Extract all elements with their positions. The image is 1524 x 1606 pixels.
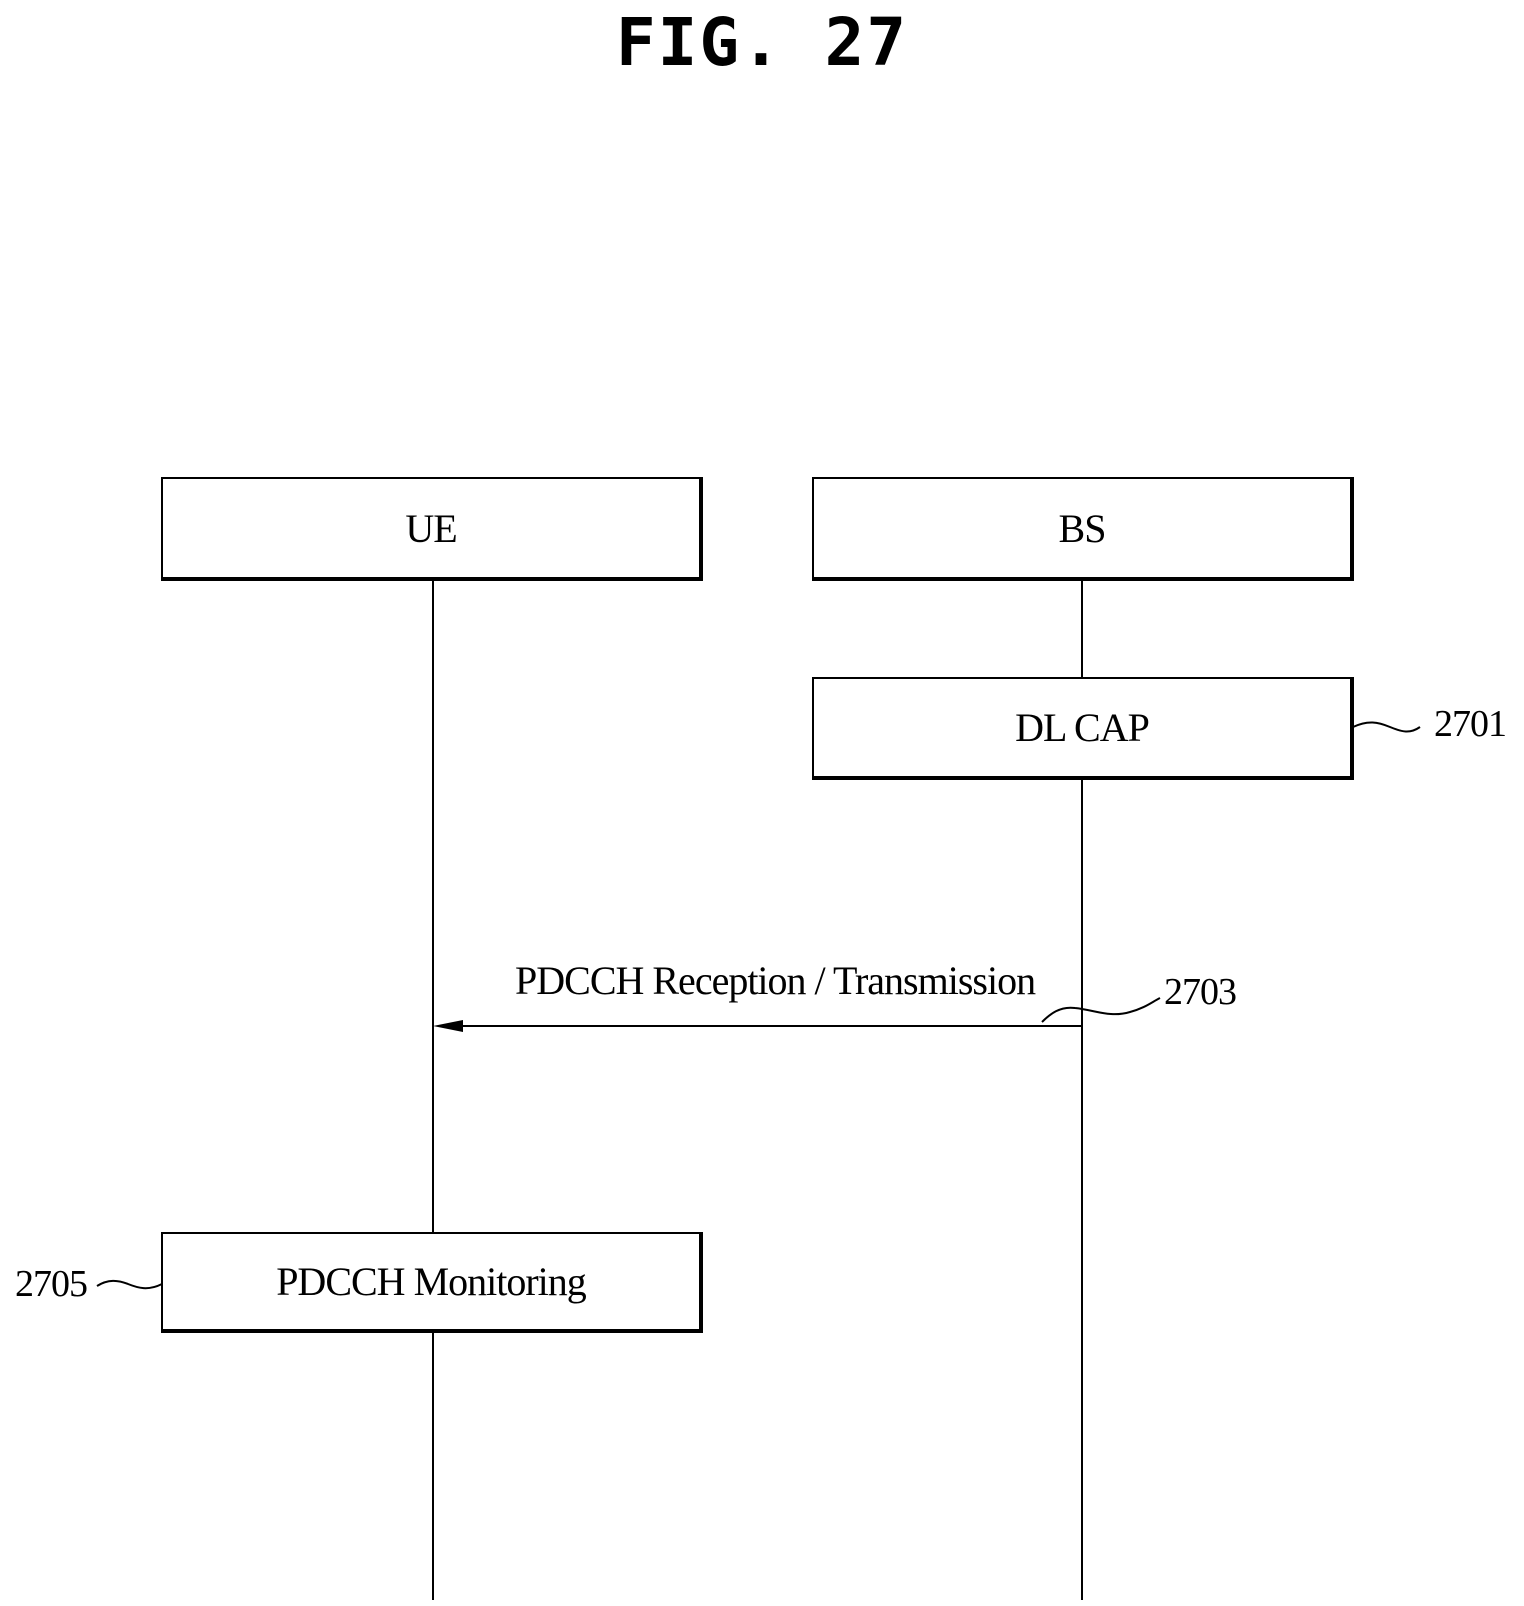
ref-2701-leader: [1353, 722, 1420, 731]
bs-label: BS: [1059, 505, 1106, 552]
pdcch-arrow-head: [433, 1020, 463, 1032]
ref-2703: 2703: [1164, 970, 1236, 1014]
pdcch-monitoring-box: PDCCH Monitoring: [161, 1232, 703, 1333]
ref-2703-leader: [1042, 998, 1160, 1022]
ref-2705: 2705: [15, 1262, 87, 1306]
bs-box: BS: [812, 477, 1354, 581]
ref-2705-leader: [97, 1281, 162, 1288]
pdcch-monitoring-label: PDCCH Monitoring: [276, 1258, 586, 1305]
ref-2701: 2701: [1434, 702, 1506, 746]
ue-box: UE: [161, 477, 703, 581]
dl-cap-label: DL CAP: [1015, 704, 1149, 751]
pdcch-tx-label: PDCCH Reception / Transmission: [515, 957, 1035, 1004]
dl-cap-box: DL CAP: [812, 677, 1354, 780]
ue-label: UE: [405, 505, 456, 552]
